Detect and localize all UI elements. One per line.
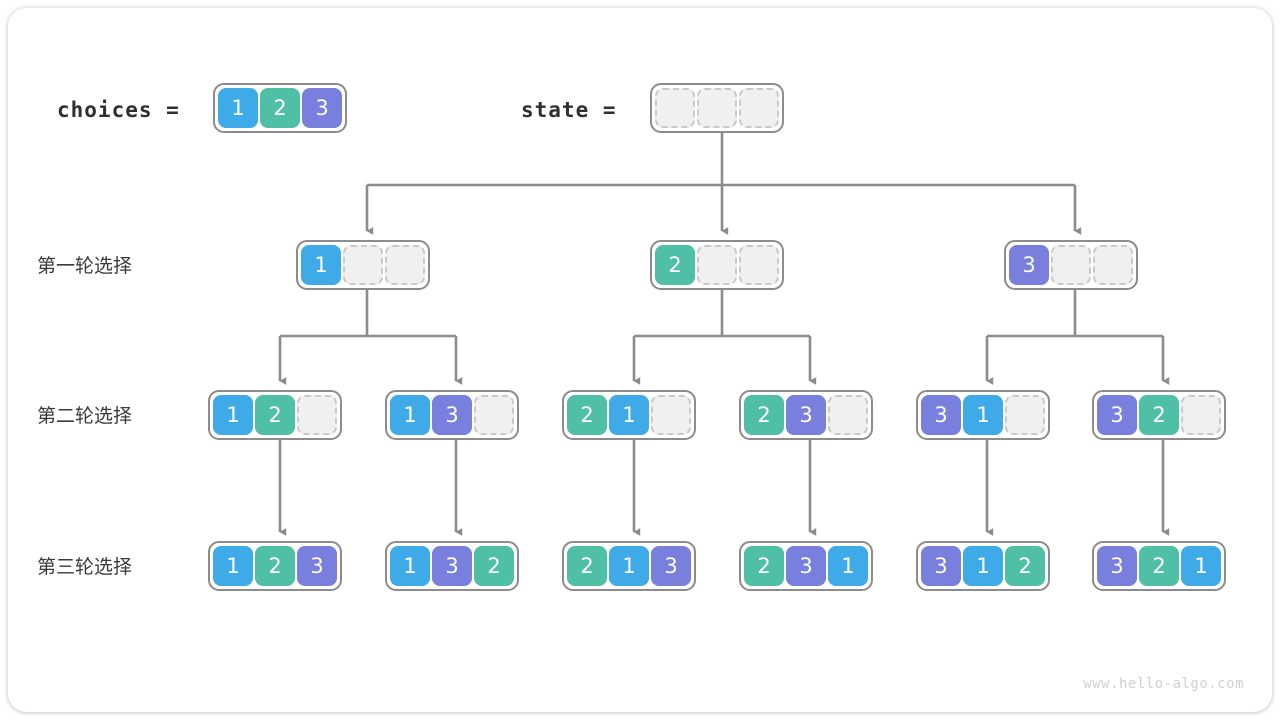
level3-node-6-cell-1: 3 bbox=[1097, 546, 1137, 586]
level3-node-4-cell-3: 1 bbox=[828, 546, 868, 586]
state-cell-3 bbox=[739, 88, 779, 128]
level2-node-1-cell-1: 1 bbox=[213, 395, 253, 435]
site-watermark: www.hello-algo.com bbox=[1083, 676, 1244, 692]
level3-node-3-cell-2: 1 bbox=[609, 546, 649, 586]
level3-node-3-cell-1: 2 bbox=[567, 546, 607, 586]
tree-node-level1-3[interactable]: 3 bbox=[1004, 240, 1138, 290]
level2-node-6-cell-2: 2 bbox=[1139, 395, 1179, 435]
level2-node-2-cell-1: 1 bbox=[390, 395, 430, 435]
level2-node-6-cell-3 bbox=[1181, 395, 1221, 435]
level3-node-4-cell-1: 2 bbox=[744, 546, 784, 586]
level3-node-2-cell-2: 3 bbox=[432, 546, 472, 586]
level1-node-2-cell-3 bbox=[739, 245, 779, 285]
level2-node-3-cell-1: 2 bbox=[567, 395, 607, 435]
level1-node-2-cell-1: 2 bbox=[655, 245, 695, 285]
choices-cell-3: 3 bbox=[302, 88, 342, 128]
choices-label: choices = bbox=[57, 98, 180, 122]
level1-node-1-cell-2 bbox=[343, 245, 383, 285]
state-cell-1 bbox=[655, 88, 695, 128]
level3-node-2-cell-1: 1 bbox=[390, 546, 430, 586]
level2-node-3-cell-2: 1 bbox=[609, 395, 649, 435]
level3-node-1-cell-3: 3 bbox=[297, 546, 337, 586]
level3-node-3-cell-3: 3 bbox=[651, 546, 691, 586]
level3-node-1-cell-1: 1 bbox=[213, 546, 253, 586]
level2-node-6-cell-1: 3 bbox=[1097, 395, 1137, 435]
choices-cell-1: 1 bbox=[218, 88, 258, 128]
level1-node-1-cell-3 bbox=[385, 245, 425, 285]
tree-node-level1-2[interactable]: 2 bbox=[650, 240, 784, 290]
level3-node-2-cell-3: 2 bbox=[474, 546, 514, 586]
level3-node-5-cell-1: 3 bbox=[921, 546, 961, 586]
level2-node-5-cell-3 bbox=[1005, 395, 1045, 435]
level2-node-4-cell-3 bbox=[828, 395, 868, 435]
state-label: state = bbox=[521, 98, 617, 122]
level1-node-3-cell-2 bbox=[1051, 245, 1091, 285]
level2-node-4-cell-1: 2 bbox=[744, 395, 784, 435]
level3-node-5-cell-2: 1 bbox=[963, 546, 1003, 586]
level1-node-3-cell-1: 3 bbox=[1009, 245, 1049, 285]
level3-node-1-cell-2: 2 bbox=[255, 546, 295, 586]
tree-node-level1-1[interactable]: 1 bbox=[296, 240, 430, 290]
level3-node-6-cell-2: 2 bbox=[1139, 546, 1179, 586]
state-cell-2 bbox=[697, 88, 737, 128]
level2-node-1-cell-2: 2 bbox=[255, 395, 295, 435]
level1-node-2-cell-2 bbox=[697, 245, 737, 285]
row-label-round-3: 第三轮选择 bbox=[37, 556, 133, 578]
level3-node-4-cell-2: 3 bbox=[786, 546, 826, 586]
choices-cell-2: 2 bbox=[260, 88, 300, 128]
state-array bbox=[650, 83, 784, 133]
level2-node-1-cell-3 bbox=[297, 395, 337, 435]
row-label-round-2: 第二轮选择 bbox=[37, 405, 133, 427]
level2-node-5-cell-2: 1 bbox=[963, 395, 1003, 435]
level2-node-3-cell-3 bbox=[651, 395, 691, 435]
level1-node-3-cell-3 bbox=[1093, 245, 1133, 285]
level2-node-5-cell-1: 3 bbox=[921, 395, 961, 435]
level3-node-6-cell-3: 1 bbox=[1181, 546, 1221, 586]
level2-node-2-cell-3 bbox=[474, 395, 514, 435]
level2-node-4-cell-2: 3 bbox=[786, 395, 826, 435]
row-label-round-1: 第一轮选择 bbox=[37, 255, 133, 277]
diagram-card bbox=[8, 8, 1272, 712]
level2-node-2-cell-2: 3 bbox=[432, 395, 472, 435]
level1-node-1-cell-1: 1 bbox=[301, 245, 341, 285]
level3-node-5-cell-3: 2 bbox=[1005, 546, 1045, 586]
